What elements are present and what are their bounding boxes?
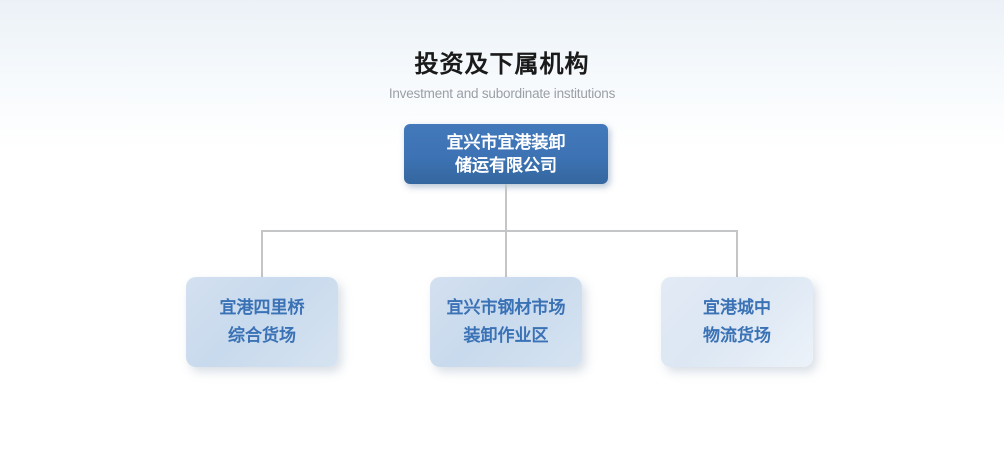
- connector-drop-middle: [505, 230, 507, 278]
- org-node-child-line1: 宜港四里桥: [219, 298, 305, 317]
- connector-drop-right: [736, 230, 738, 278]
- page-subtitle: Investment and subordinate institutions: [388, 86, 616, 101]
- connector-horizontal: [261, 230, 738, 232]
- org-node-root-line2: 储运有限公司: [455, 156, 557, 175]
- org-node-root: 宜兴市宜港装卸 储运有限公司: [404, 124, 608, 184]
- page-title: 投资及下属机构: [414, 51, 590, 78]
- org-node-child-line2: 物流货场: [703, 326, 771, 345]
- org-node-child-line2: 综合货场: [228, 326, 296, 345]
- org-node-chengzhong-logistics-yard: 宜港城中 物流货场: [661, 277, 813, 367]
- org-node-sihliqiao-freight-yard: 宜港四里桥 综合货场: [186, 277, 338, 367]
- connector-trunk: [505, 184, 507, 232]
- org-node-steel-market-loading-zone: 宜兴市钢材市场 装卸作业区: [430, 277, 582, 367]
- page-header: 投资及下属机构 Investment and subordinate insti…: [0, 44, 1004, 101]
- org-node-child-line1: 宜港城中: [703, 298, 771, 317]
- connector-drop-left: [261, 230, 263, 278]
- org-node-root-line1: 宜兴市宜港装卸: [446, 133, 566, 152]
- org-node-child-line2: 装卸作业区: [463, 326, 549, 345]
- org-node-child-line1: 宜兴市钢材市场: [446, 298, 566, 317]
